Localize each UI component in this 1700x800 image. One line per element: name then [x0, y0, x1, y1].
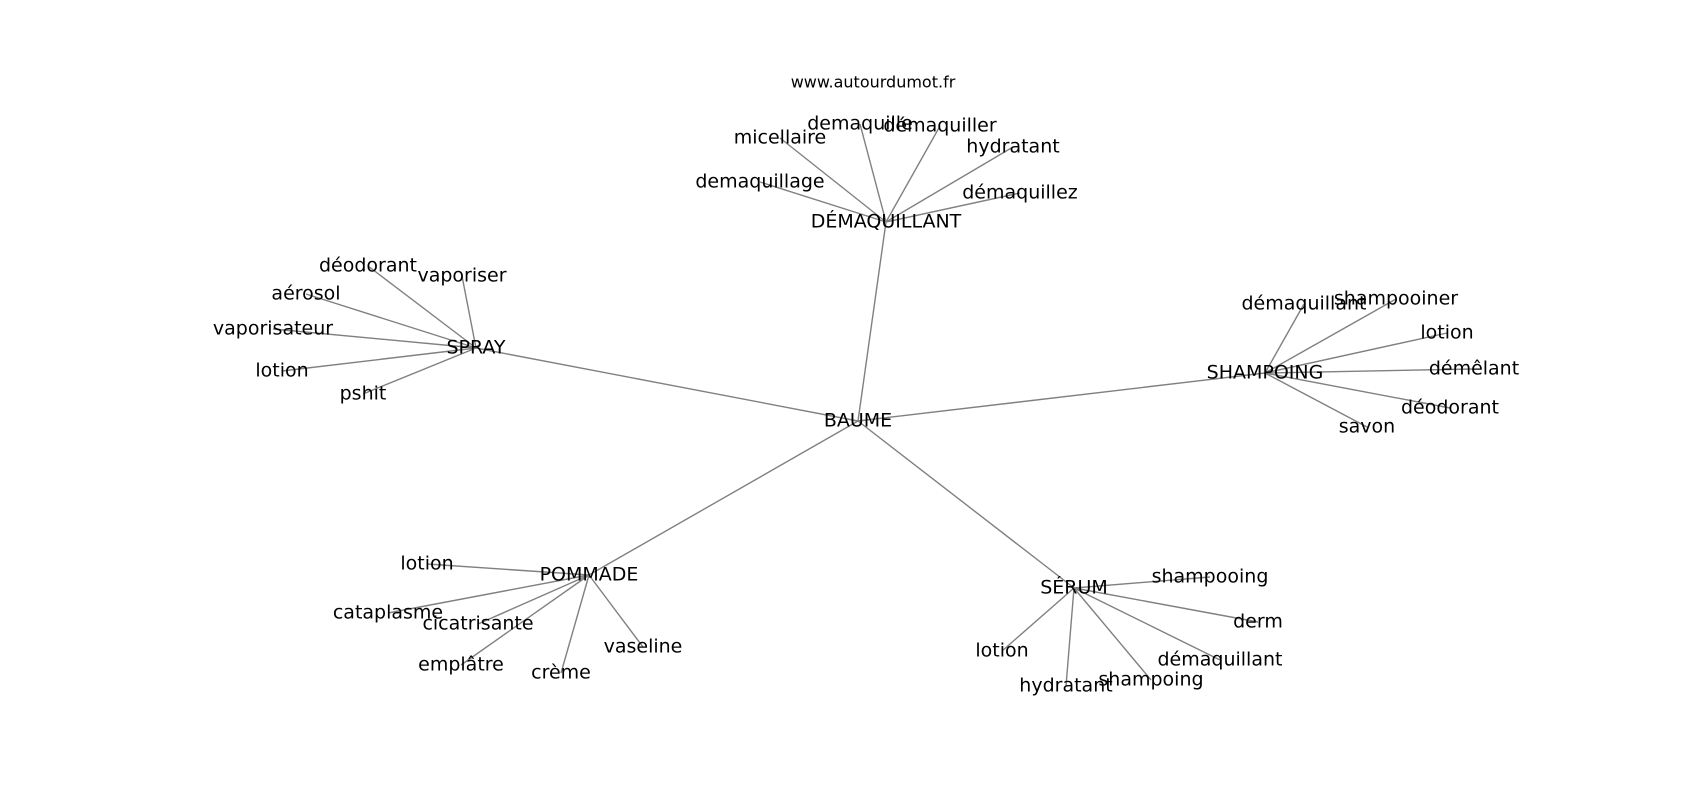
edge-center-to-branch	[857, 372, 1266, 422]
source-watermark: www.autourdumot.fr	[791, 73, 956, 92]
leaf-node-label: lotion	[255, 360, 308, 382]
leaf-node-label: vaporisateur	[213, 318, 333, 340]
leaf-node-label: crème	[531, 662, 591, 684]
leaf-node-label: vaseline	[604, 636, 683, 658]
edge-center-to-branch	[857, 420, 1075, 589]
leaf-node-label: demaquille	[807, 113, 913, 135]
edge-branch-to-leaf	[1264, 368, 1475, 374]
leaf-node-label: déodorant	[319, 255, 417, 277]
edge-branch-to-leaf	[560, 574, 590, 674]
leaf-node-label: savon	[1339, 416, 1395, 438]
leaf-node-label: démaquiller	[883, 115, 997, 137]
edge-branch-to-leaf	[1065, 587, 1075, 687]
center-node-label: BAUME	[824, 410, 892, 432]
edge-branch-to-leaf	[1073, 587, 1152, 681]
leaf-node-label: lotion	[400, 553, 453, 575]
edge-branch-to-leaf	[305, 293, 477, 349]
leaf-node-label: lotion	[975, 640, 1028, 662]
leaf-node-label: micellaire	[734, 127, 827, 149]
edge-branch-to-leaf	[1264, 332, 1448, 374]
edge-branch-to-leaf	[1001, 587, 1075, 652]
edge-branch-to-leaf	[362, 347, 477, 395]
leaf-node-label: démaquillez	[962, 182, 1078, 204]
branch-node-label: SPRAY	[446, 337, 505, 359]
edge-branch-to-leaf	[1264, 372, 1451, 409]
edge-branch-to-leaf	[759, 181, 887, 223]
edge-branch-to-leaf	[885, 125, 941, 223]
edge-branch-to-leaf	[387, 574, 590, 614]
branch-node-label: DÉMAQUILLANT	[811, 210, 962, 233]
leaf-node-label: vaporiser	[417, 265, 506, 287]
branch-node-label: POMMADE	[540, 564, 639, 586]
edge-branch-to-leaf	[367, 265, 477, 349]
leaf-node-label: demaquillage	[695, 171, 824, 193]
graph-edges	[272, 123, 1475, 687]
leaf-node-label: shampoing	[1098, 669, 1203, 691]
leaf-node-label: hydratant	[966, 136, 1059, 158]
edge-branch-to-leaf	[426, 563, 590, 576]
edge-branch-to-leaf	[272, 328, 477, 349]
leaf-node-label: derm	[1233, 611, 1283, 633]
edge-branch-to-leaf	[885, 146, 1014, 223]
leaf-node-label: pshit	[340, 383, 387, 405]
leaf-node-label: cicatrisante	[422, 613, 533, 635]
edge-branch-to-leaf	[779, 137, 887, 223]
edge-branch-to-leaf	[281, 347, 477, 372]
leaf-node-label: déodorant	[1401, 397, 1499, 419]
leaf-node-label: cataplasme	[333, 602, 443, 624]
edge-branch-to-leaf	[460, 574, 590, 666]
edge-branch-to-leaf	[1264, 298, 1397, 374]
branch-node-label: SÉRUM	[1040, 576, 1108, 599]
edge-branch-to-leaf	[885, 192, 1021, 223]
leaf-node-label: démaquillant	[1158, 649, 1283, 671]
leaf-node-label: shampooiner	[1334, 288, 1458, 310]
leaf-node-label: hydratant	[1019, 675, 1112, 697]
edge-branch-to-leaf	[1073, 587, 1259, 623]
leaf-node-label: démêlant	[1429, 358, 1519, 380]
edge-center-to-branch	[857, 221, 887, 422]
edge-branch-to-leaf	[1264, 303, 1305, 374]
leaf-node-label: aérosol	[271, 283, 340, 305]
leaf-node-label: lotion	[1420, 322, 1473, 344]
edge-branch-to-leaf	[461, 275, 477, 349]
edge-branch-to-leaf	[859, 123, 887, 223]
branch-node-label: SHAMPOING	[1207, 362, 1324, 384]
edge-center-to-branch	[475, 347, 859, 422]
graph-labels: www.autourdumot.fr micellairedemaquilled…	[213, 73, 1519, 697]
edge-branch-to-leaf	[1264, 372, 1368, 428]
edge-branch-to-leaf	[1073, 576, 1211, 589]
edge-branch-to-leaf	[477, 574, 590, 625]
leaf-node-label: emplâtre	[418, 654, 504, 676]
leaf-node-label: shampooing	[1152, 566, 1269, 588]
edge-branch-to-leaf	[1073, 587, 1221, 661]
leaf-node-label: démaquillant	[1242, 293, 1367, 315]
edge-center-to-branch	[588, 420, 859, 576]
edge-branch-to-leaf	[588, 574, 644, 648]
